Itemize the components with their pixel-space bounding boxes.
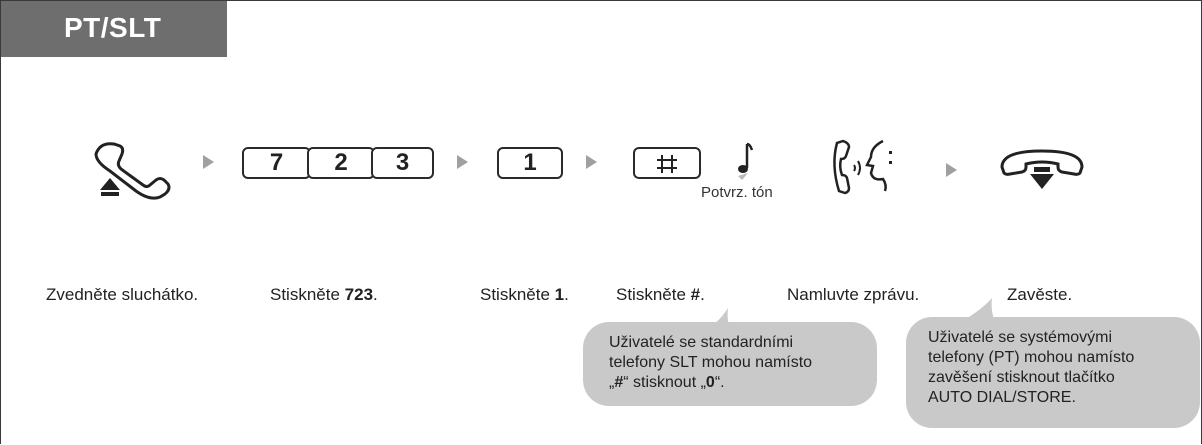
header-tab: PT/SLT (1, 1, 227, 57)
label-lift: Zvedněte sluchátko. (46, 285, 199, 304)
tone-label: Potvrz. tón (701, 184, 773, 201)
label-press-1-value: 1 (554, 285, 565, 304)
note-slt-bubble: Uživatelé se standardními telefony SLT m… (583, 322, 877, 406)
step-arrow-4 (946, 163, 957, 177)
label-press-723-prefix: Stiskněte (270, 285, 345, 304)
step-arrow-2 (457, 155, 468, 169)
handset-hangup-icon (1000, 149, 1084, 189)
note-slt-line3: „#“ stisknout „0“. (609, 374, 725, 391)
key-7: 7 (242, 147, 311, 179)
hash-key-icon (657, 155, 677, 173)
label-press-hash-prefix: Stiskněte (616, 285, 691, 304)
handset-lift-icon (94, 142, 171, 200)
step-arrow-3 (586, 155, 597, 169)
label-press-1: Stiskněte 1. (480, 285, 569, 304)
note-pt-line4: AUTO DIAL/STORE. (928, 389, 1076, 406)
note-pt-bubble: Uživatelé se systémovými telefony (PT) m… (906, 317, 1200, 428)
key-3: 3 (371, 147, 434, 179)
key-1: 1 (497, 147, 563, 179)
label-press-hash: Stiskněte #. (616, 285, 705, 304)
note-pt-line3: zavěšení stisknout tlačítko (928, 369, 1115, 386)
confirmation-tone-icon (738, 142, 754, 180)
label-press-723: Stiskněte 723. (270, 285, 378, 304)
key-2: 2 (307, 147, 375, 179)
note-slt-line1: Uživatelé se standardními (609, 334, 794, 351)
header-title: PT/SLT (64, 12, 162, 43)
key-hash (633, 147, 701, 179)
label-press-hash-value: # (690, 285, 701, 304)
note-pt-line2: telefony (PT) mohou namísto (928, 349, 1135, 366)
note-pt-line1: Uživatelé se systémovými (928, 329, 1113, 346)
label-press-723-value: 723 (344, 285, 374, 304)
speaking-handset-icon (833, 139, 892, 195)
label-hangup: Zavěste. (1007, 285, 1073, 304)
label-speak: Namluvte zprávu. (787, 285, 920, 304)
step-arrow-1 (203, 155, 214, 169)
note-slt-line2: telefony SLT mohou namísto (609, 354, 813, 371)
label-press-1-prefix: Stiskněte (480, 285, 555, 304)
